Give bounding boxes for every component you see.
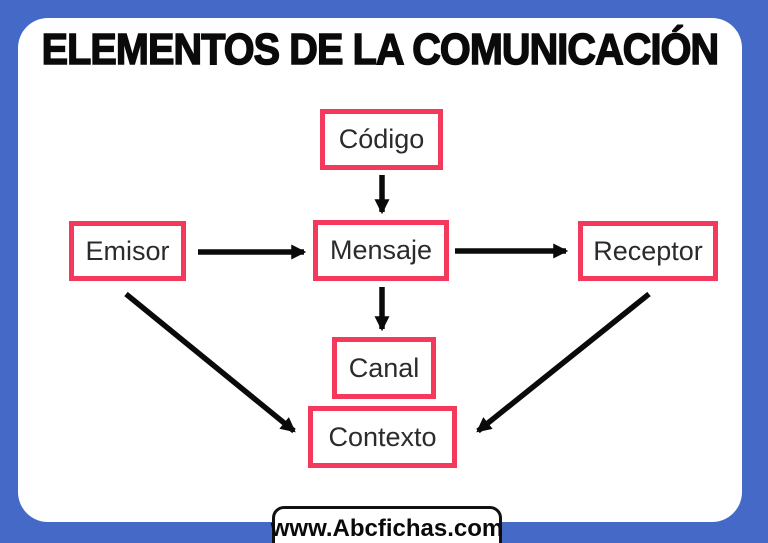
diagram-node-receptor: Receptor — [578, 221, 718, 281]
node-label-receptor: Receptor — [593, 235, 703, 266]
diagram-node-contexto: Contexto — [308, 406, 457, 468]
diagram-node-canal: Canal — [332, 337, 436, 399]
diagram-node-codigo: Código — [320, 109, 443, 170]
node-label-codigo: Código — [338, 124, 425, 154]
page-title: ELEMENTOS DE LA COMUNICACIÓN — [41, 25, 720, 74]
node-label-contexto: Contexto — [328, 421, 437, 452]
title-container: ELEMENTOS DE LA COMUNICACIÓN — [18, 25, 742, 74]
watermark-badge: www.Abcfichas.com — [270, 506, 504, 543]
watermark-text: www.Abcfichas.com — [270, 515, 504, 542]
diagram-node-mensaje: Mensaje — [313, 220, 449, 281]
node-label-mensaje: Mensaje — [329, 235, 433, 265]
node-label-emisor: Emisor — [85, 235, 170, 266]
node-label-canal: Canal — [348, 352, 420, 383]
diagram-node-emisor: Emisor — [69, 221, 186, 281]
